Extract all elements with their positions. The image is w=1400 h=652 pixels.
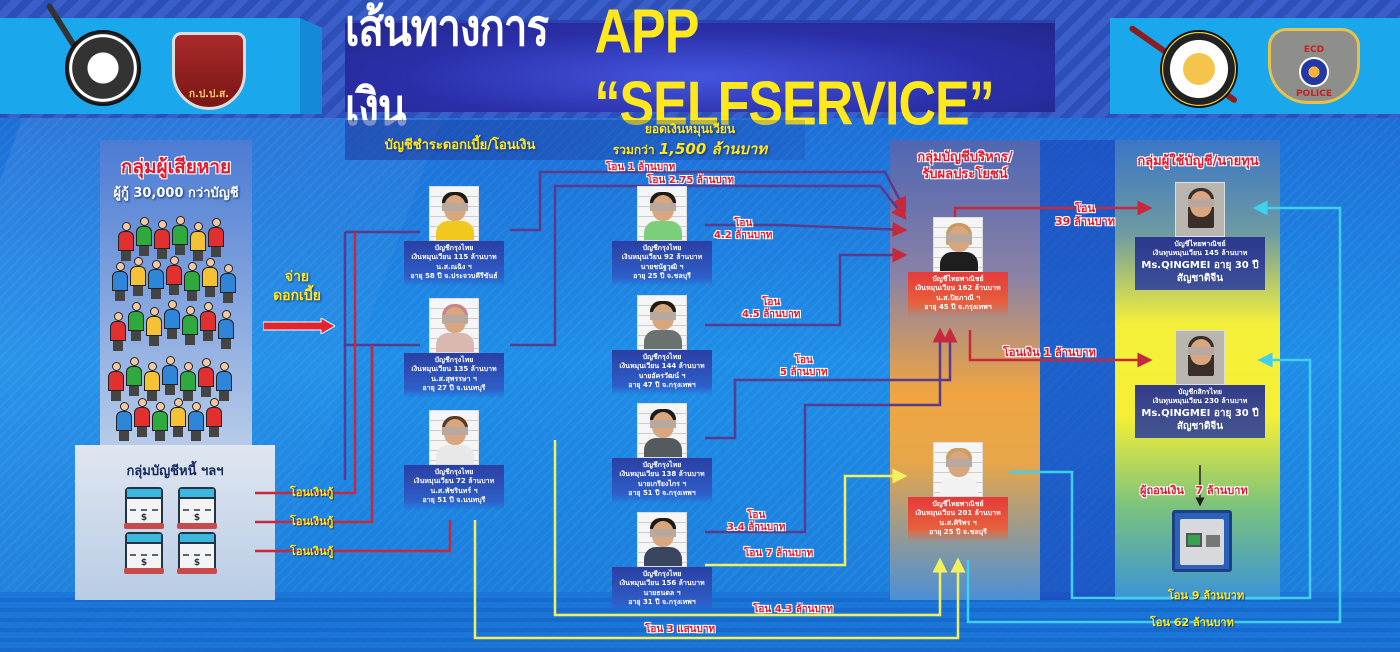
person-card: บัญชีกรุงไทย เงินหมุนเวียน 138 ล้านบาท น… — [612, 403, 712, 503]
pctd-shield-icon: ก.ป.ป.ส. — [172, 32, 246, 110]
bank-account-icon: $ — [177, 532, 217, 574]
person-card: บัญชีไทยพาณิชย์ เงินหมุนเวียน 162 ล้านบา… — [908, 217, 1008, 317]
bank-account-icon: $ — [177, 487, 217, 529]
flow-label: โอน 2.75 ล้านบาท — [647, 175, 734, 186]
card-info: บัญชีไทยพาณิชย์ เงินทุนหมุนเวียน 145 ล้า… — [1135, 237, 1265, 290]
turnover-label: ยอดเงินหมุนเวียน — [644, 122, 736, 136]
mugshot-photo — [933, 217, 983, 272]
victims-subtitle: ผู้กู้ 30,000 กว่าบัญชี — [113, 186, 239, 201]
withdraw-label: ผู้ถอนเงิน 7 ล้านบาท — [1140, 484, 1248, 497]
flow-label: โอน 7 ล้านบาท — [744, 548, 814, 559]
pay-interest-arrow-icon — [263, 318, 335, 334]
management-title: กลุ่มบัญชีบริหาร/ รับผลประโยชน์ — [917, 150, 1013, 182]
flow-label: โอน 9 ล้านบาท — [1168, 589, 1245, 602]
loan-transfer-label: โอนเงินกู้ — [290, 486, 334, 499]
bank-account-icon: $ — [124, 487, 164, 529]
photo — [1175, 330, 1225, 385]
card-info: บัญชีกสิกรไทย เงินทุนหมุนเวียน 230 ล้านบ… — [1135, 385, 1265, 438]
investors-title: กลุ่มผู้ใช้บัญชี/นายทุน — [1137, 154, 1259, 169]
person-card: บัญชีกรุงไทย เงินหมุนเวียน 156 ล้านบาท น… — [612, 512, 712, 612]
pay-interest-label: จ่าย ดอกเบี้ย — [273, 269, 321, 304]
person-card: บัญชีกรุงไทย เงินหมุนเวียน 72 ล้านบาท น.… — [404, 410, 504, 510]
flow-label: โอน 1 ล้านบาท — [606, 162, 676, 173]
mugshot-photo — [637, 186, 687, 241]
debt-accounts-panel — [75, 445, 275, 600]
investor-card: บัญชีไทยพาณิชย์ เงินทุนหมุนเวียน 145 ล้า… — [1135, 182, 1265, 290]
card-info: บัญชีกรุงไทย เงินหมุนเวียน 92 ล้านบาท นา… — [612, 241, 712, 286]
mugshot-photo — [637, 403, 687, 458]
card-info: บัญชีไทยพาณิชย์ เงินหมุนเวียน 162 ล้านบา… — [908, 272, 1008, 317]
ecd-police-badge-icon: ECD POLICE — [1268, 28, 1360, 104]
flow-label: โอน 3 แสนบาท — [645, 624, 716, 635]
victims-title: กลุ่มผู้เสียหาย — [120, 156, 232, 178]
debt-accounts-title: กลุ่มบัญชีหนี้ ฯลฯ — [126, 464, 224, 479]
globe-icon — [1299, 57, 1329, 87]
loan-transfer-label: โอนเงินกู้ — [290, 515, 334, 528]
flow-label: โอน 4.3 ล้านบาท — [753, 604, 834, 615]
person-card: บัญชีกรุงไทย เงินหมุนเวียน 135 ล้านบาท น… — [404, 298, 504, 398]
cib-emblem-icon — [1160, 30, 1238, 108]
card-info: บัญชีกรุงไทย เงินหมุนเวียน 156 ล้านบาท น… — [612, 567, 712, 612]
atm-icon — [1172, 510, 1232, 572]
interest-accounts-header-band — [345, 120, 805, 160]
person-card: บัญชีกรุงไทย เงินหมุนเวียน 144 ล้านบาท น… — [612, 295, 712, 395]
mugshot-photo — [637, 512, 687, 567]
mugshot-photo — [429, 410, 479, 465]
loan-transfer-label: โอนเงินกู้ — [290, 545, 334, 558]
person-card: บัญชีกรุงไทย เงินหมุนเวียน 92 ล้านบาท นา… — [612, 186, 712, 286]
card-info: บัญชีกรุงไทย เงินหมุนเวียน 135 ล้านบาท น… — [404, 353, 504, 398]
logo-panel-left — [0, 18, 300, 114]
investor-card: บัญชีกสิกรไทย เงินทุนหมุนเวียน 230 ล้านบ… — [1135, 330, 1265, 438]
mugshot-photo — [429, 298, 479, 353]
interest-accounts-title: บัญชีชำระดอกเบี้ย/โอนเงิน — [384, 138, 536, 153]
mugshot-photo — [933, 442, 983, 497]
person-card: บัญชีไทยพาณิชย์ เงินหมุนเวียน 201 ล้านบา… — [908, 442, 1008, 542]
person-card: บัญชีกรุงไทย เงินหมุนเวียน 115 ล้านบาท น… — [404, 186, 504, 286]
photo — [1175, 182, 1225, 237]
flow-label: โอนเงิน 1 ล้านบาท — [1003, 346, 1096, 359]
card-info: บัญชีไทยพาณิชย์ เงินหมุนเวียน 201 ล้านบา… — [908, 497, 1008, 542]
card-info: บัญชีกรุงไทย เงินหมุนเวียน 138 ล้านบาท น… — [612, 458, 712, 503]
crowd-of-people-icon — [108, 212, 244, 441]
turnover-total: รวมกว่า 1,500 ล้านบาท — [612, 140, 768, 158]
royal-thai-police-emblem-icon — [65, 30, 141, 106]
card-info: บัญชีกรุงไทย เงินหมุนเวียน 115 ล้านบาท น… — [404, 241, 504, 286]
bank-account-icon: $ — [124, 532, 164, 574]
card-info: บัญชีกรุงไทย เงินหมุนเวียน 72 ล้านบาท น.… — [404, 465, 504, 510]
mugshot-photo — [637, 295, 687, 350]
flow-label: โอน 62 ล้านบาท — [1150, 616, 1234, 629]
mugshot-photo — [429, 186, 479, 241]
management-gap-panel — [1040, 140, 1115, 600]
card-info: บัญชีกรุงไทย เงินหมุนเวียน 144 ล้านบาท น… — [612, 350, 712, 395]
